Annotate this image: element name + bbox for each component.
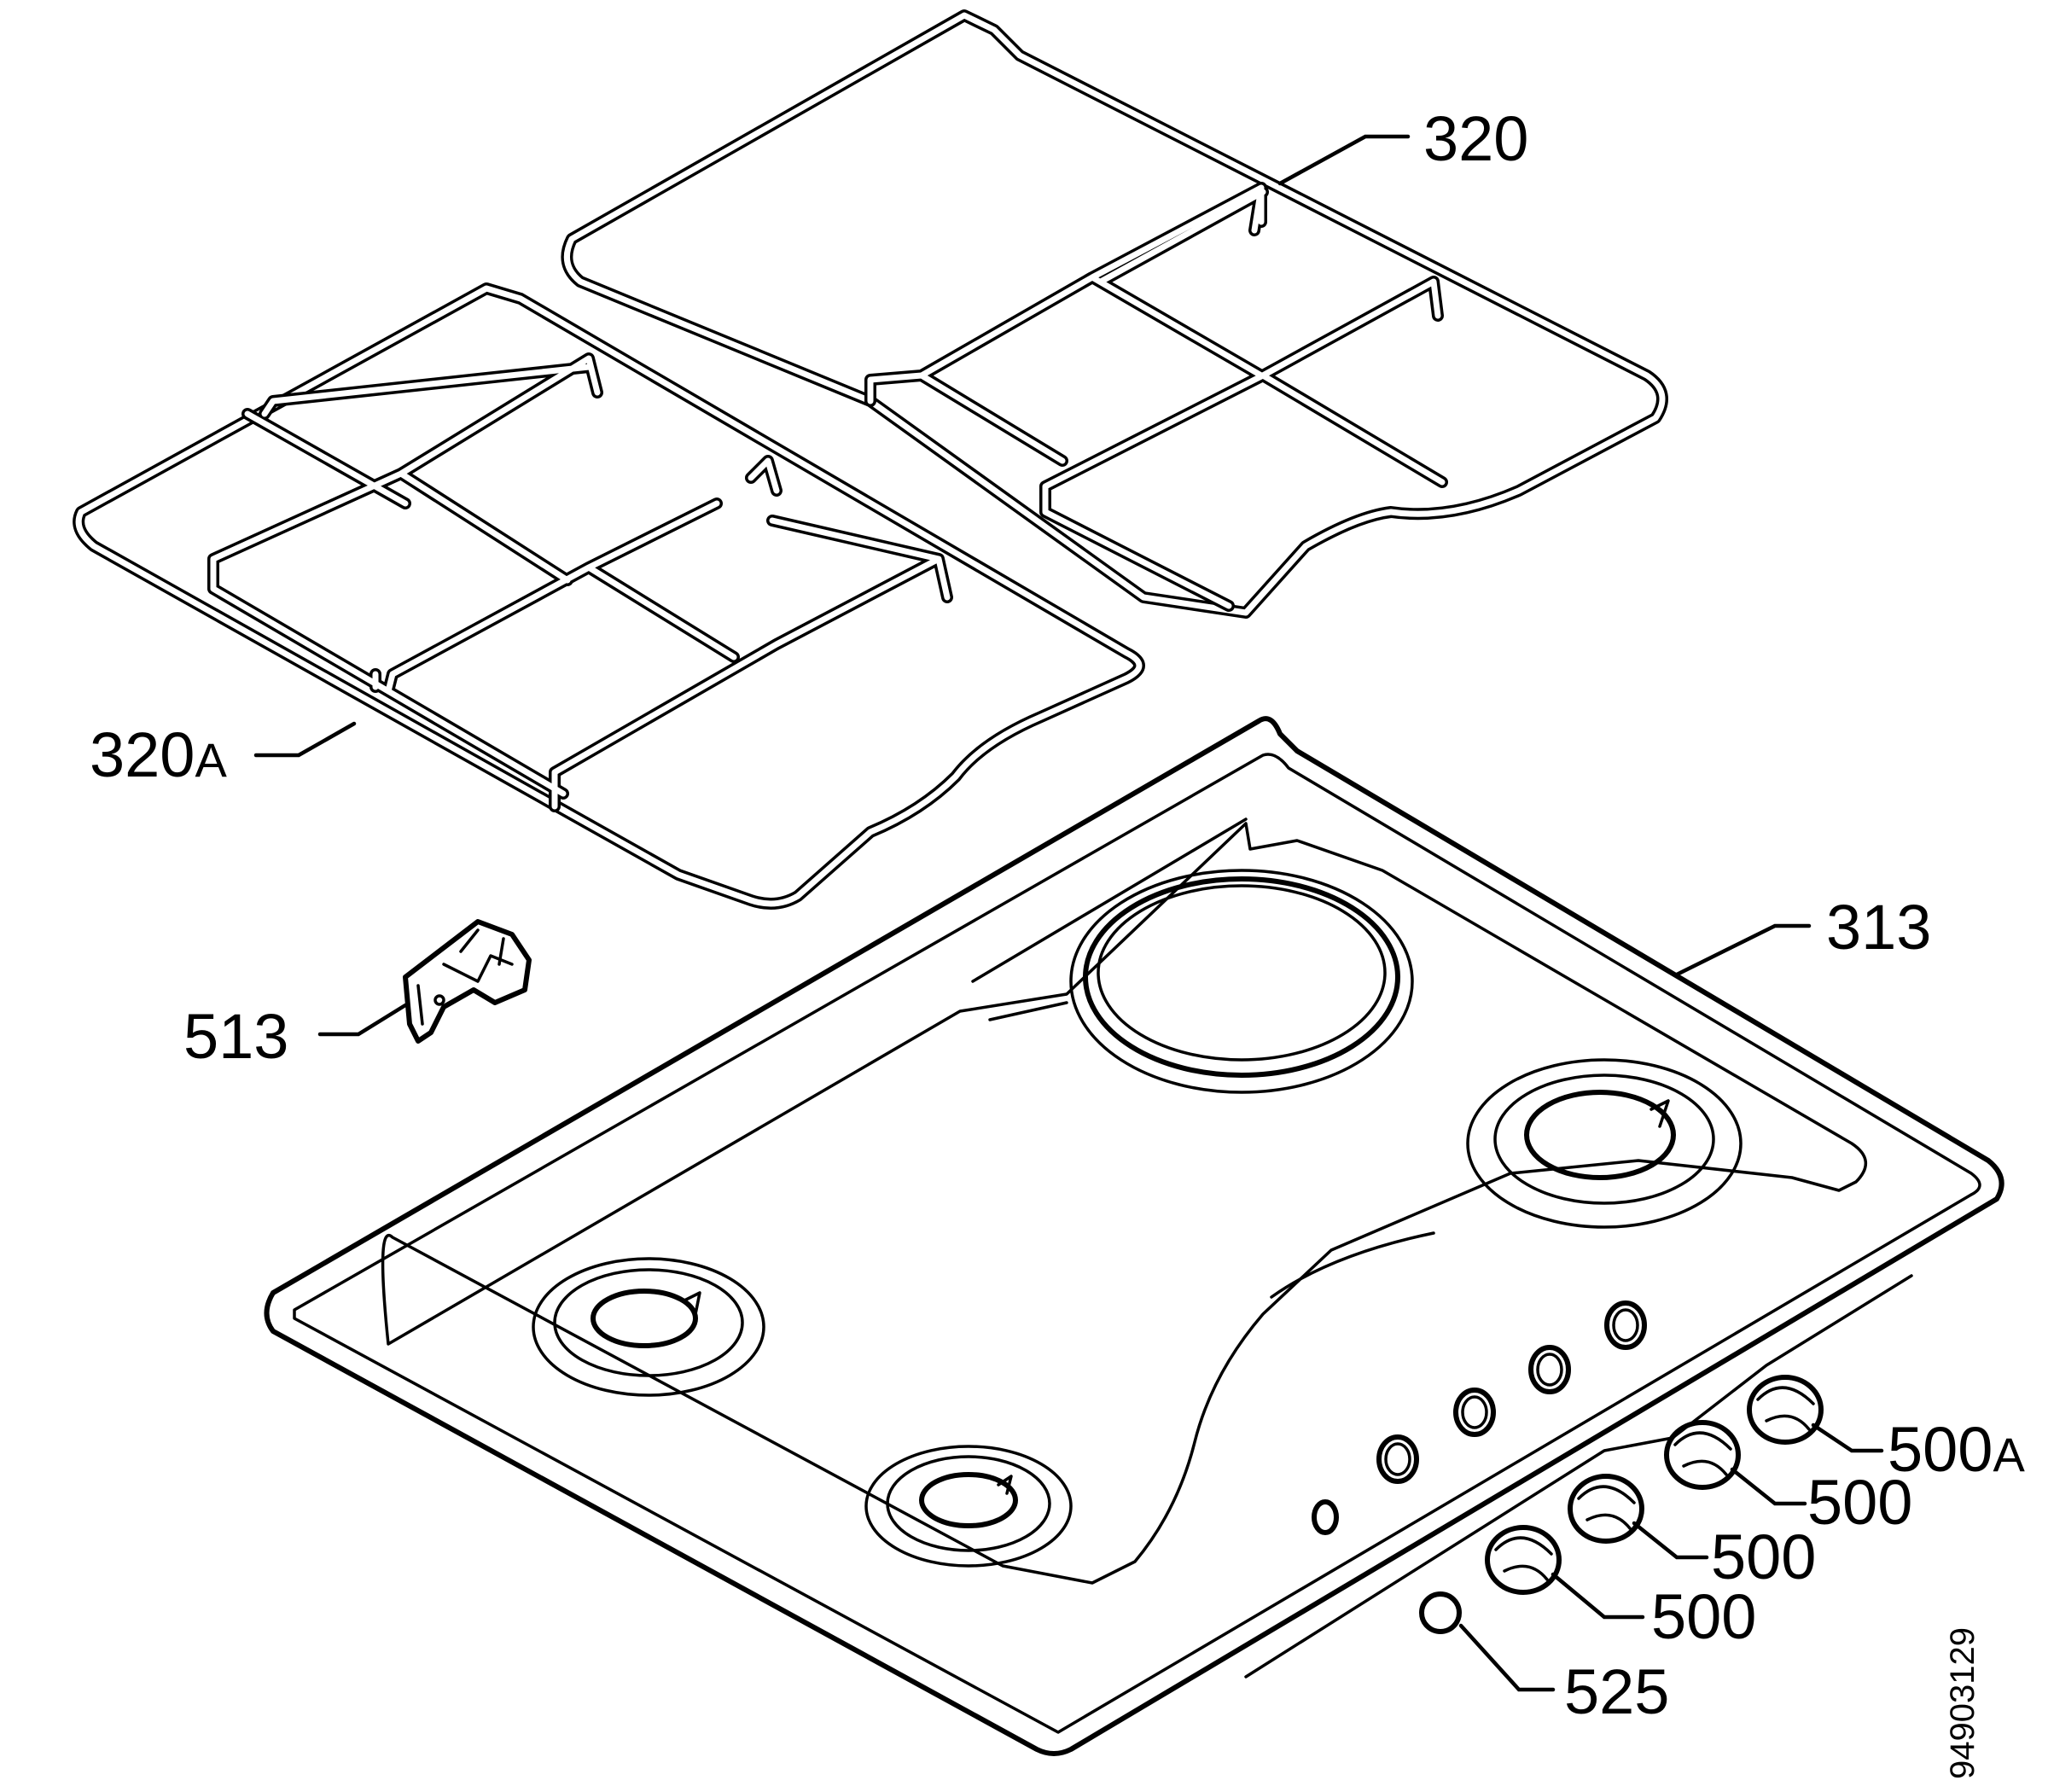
knob-500-3 [1485, 1525, 1562, 1595]
callout-500-1: 500 [1807, 1467, 1912, 1538]
knob-500-2 [1568, 1474, 1644, 1544]
leader-lines [253, 134, 1884, 1692]
callout-320: 320 [1423, 103, 1528, 174]
drawing-number: 94903129 [1944, 1627, 1981, 1779]
callout-320a: 320A [90, 719, 227, 790]
pan-support-left [73, 282, 1145, 910]
pan-support-right [561, 9, 1668, 619]
clip-part [403, 919, 532, 1044]
ignition-button [1419, 1591, 1462, 1634]
callout-500-2: 500 [1711, 1521, 1816, 1592]
callout-500-3: 500 [1651, 1581, 1756, 1652]
burner-front [864, 1445, 1073, 1568]
burner-right [1466, 1058, 1743, 1229]
callout-513: 513 [183, 1001, 288, 1072]
callout-500a: 500A [1888, 1414, 2025, 1485]
knob-500-1 [1664, 1420, 1741, 1490]
callout-313: 313 [1826, 892, 1931, 963]
burner-large [1069, 869, 1414, 1094]
knob-500a [1747, 1375, 1824, 1445]
burner-left [532, 1257, 765, 1397]
callout-525: 525 [1564, 1656, 1669, 1727]
control-holes [1312, 1300, 1647, 1535]
